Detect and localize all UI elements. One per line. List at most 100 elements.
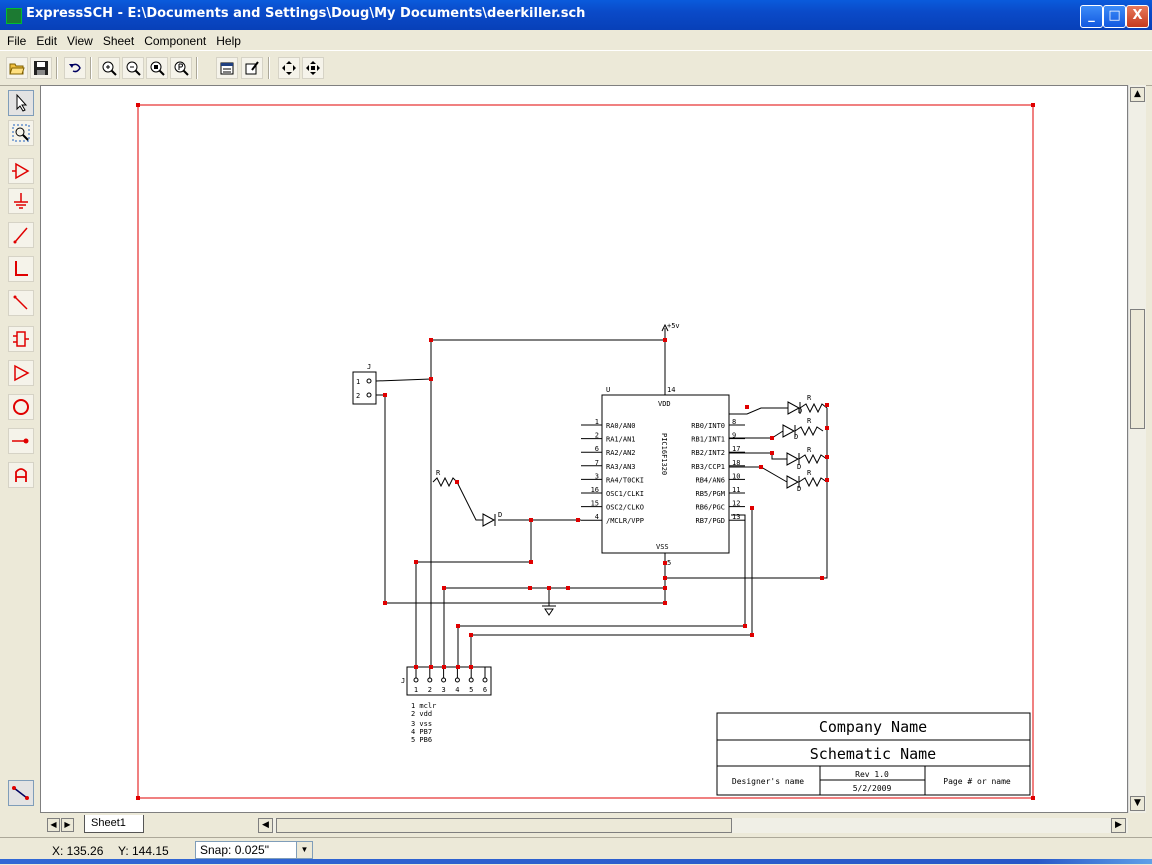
wire-icon: [13, 227, 28, 244]
chevron-down-icon[interactable]: ▼: [296, 842, 312, 858]
snap-value: Snap: 0.025": [200, 843, 269, 857]
sheet-tab-bar: ◀ ▶ Sheet1 ◀ ▶: [0, 813, 1152, 837]
zoom-in-button[interactable]: [98, 57, 120, 79]
junctions: [383, 338, 829, 669]
chip-right-pin-num: 13: [732, 513, 740, 521]
chip-right-pin-label: RB1/INT1: [691, 436, 725, 444]
power-symbol: +5v: [661, 322, 680, 332]
maximize-button[interactable]: □: [1103, 5, 1126, 28]
horizontal-scroll-thumb[interactable]: [276, 818, 732, 833]
junction-button[interactable]: [8, 428, 34, 454]
zoom-out-button[interactable]: [122, 57, 144, 79]
chip-left-pin-num: 16: [591, 486, 599, 494]
chip-left-pin-num: 2: [595, 432, 599, 440]
menu-component[interactable]: Component: [144, 34, 207, 48]
close-button[interactable]: X: [1126, 5, 1149, 28]
vdd-pin-num: 14: [667, 386, 675, 394]
resistor-label: R: [436, 469, 441, 477]
chip-right-pin-num: 18: [732, 459, 740, 467]
zoom-area-button[interactable]: [146, 57, 168, 79]
snap-grid-toggle[interactable]: [8, 780, 34, 806]
place-part-button[interactable]: [8, 158, 34, 184]
j1-ref: J: [367, 363, 371, 371]
scroll-up-arrow-icon[interactable]: ▲: [1130, 87, 1145, 102]
menu-view[interactable]: View: [67, 34, 93, 48]
schematic-name: Schematic Name: [810, 745, 936, 763]
component-labels: R D R R R R D D D D: [436, 394, 812, 519]
menu-help[interactable]: Help: [216, 34, 241, 48]
taskbar-edge: [0, 859, 1152, 864]
select-tool-button[interactable]: [8, 90, 34, 116]
menu-file[interactable]: File: [7, 34, 27, 48]
resistor-label-4: R: [807, 446, 812, 454]
chip-left-pin-num: 3: [595, 472, 599, 480]
place-ground-button[interactable]: [8, 188, 34, 214]
scroll-right-arrow-icon[interactable]: ▶: [1111, 818, 1126, 833]
zoom-select-button[interactable]: [8, 120, 34, 146]
chip-right-pin-label: RB4/AN6: [695, 476, 725, 484]
tab-sheet1[interactable]: Sheet1: [84, 815, 144, 833]
junction-icon: [12, 438, 29, 444]
minimize-button[interactable]: _: [1080, 5, 1103, 28]
diode-label-4: D: [797, 463, 801, 471]
chip-right-pin-label: RB2/INT2: [691, 449, 725, 457]
properties-button[interactable]: [216, 57, 238, 79]
chip-left-pin-label: OSC2/CLKO: [606, 504, 644, 512]
chip-left-pin-label: OSC1/CLKI: [606, 490, 644, 498]
vertical-scroll-thumb[interactable]: [1130, 309, 1145, 429]
draw-wire-button[interactable]: [8, 222, 34, 248]
chip-left-pin-label: /MCLR/VPP: [606, 517, 644, 525]
horizontal-scrollbar[interactable]: ◀ ▶: [258, 818, 1128, 833]
connector-j1: J 1 2: [352, 363, 377, 405]
text-tool-button[interactable]: [8, 462, 34, 488]
pan-button[interactable]: [278, 57, 300, 79]
zoom-area-icon: [150, 61, 165, 76]
circle-icon: [13, 399, 29, 415]
toolbar-separator: [56, 57, 58, 79]
undo-icon: [69, 63, 81, 73]
connector-button[interactable]: [8, 326, 34, 352]
scroll-left-arrow-icon[interactable]: ◀: [258, 818, 273, 833]
chip-right-pin-label: RB6/PGC: [695, 504, 725, 512]
scroll-down-arrow-icon[interactable]: ▼: [1130, 796, 1145, 811]
bus-entry-button[interactable]: [8, 290, 34, 316]
menu-edit[interactable]: Edit: [36, 34, 58, 48]
snap-icon: [12, 786, 29, 800]
vertical-scrollbar[interactable]: ▲ ▼: [1128, 85, 1146, 813]
part-icon: [12, 162, 30, 180]
chip-right-pin-num: 10: [732, 472, 740, 480]
legend-line-4: 4 PB7: [411, 728, 432, 736]
chip-name: PIC16F1320: [660, 433, 668, 475]
open-button[interactable]: [6, 57, 28, 79]
j2-pin-num: 1: [414, 686, 418, 694]
edit-part-button[interactable]: [241, 57, 263, 79]
save-icon: [34, 61, 48, 75]
diode-label-3: D: [794, 433, 798, 441]
resistor-label-3: R: [807, 417, 812, 425]
pan-all-icon: [306, 61, 320, 75]
tab-next-icon[interactable]: ▶: [61, 818, 74, 832]
menu-sheet[interactable]: Sheet: [102, 34, 135, 48]
title-bar: ExpressSCH - E:\Documents and Settings\D…: [0, 0, 1152, 30]
edit-part-icon: [245, 61, 259, 75]
j1-pin-1: 1: [356, 378, 360, 386]
draw-bus-button[interactable]: [8, 256, 34, 282]
zoom-page-button[interactable]: [170, 57, 192, 79]
draw-circle-button[interactable]: [8, 394, 34, 420]
save-button[interactable]: [30, 57, 52, 79]
undo-button[interactable]: [64, 57, 86, 79]
properties-icon: [220, 62, 234, 75]
place-buffer-button[interactable]: [8, 360, 34, 386]
chip-left-pin-label: RA3/AN3: [606, 463, 636, 471]
window-title: ExpressSCH - E:\Documents and Settings\D…: [26, 6, 586, 21]
company-name: Company Name: [819, 718, 927, 736]
tab-prev-icon[interactable]: ◀: [47, 818, 60, 832]
schematic-canvas[interactable]: .w { stroke:#000; stroke-width:1; fill:n…: [40, 85, 1128, 813]
legend-line-3: 3 vss: [411, 720, 432, 728]
triangle-icon: [14, 364, 30, 382]
designer-name: Designer's name: [732, 777, 804, 786]
snap-select[interactable]: Snap: 0.025" ▼: [195, 841, 313, 859]
pan-all-button[interactable]: [302, 57, 324, 79]
ground-icon: [14, 193, 28, 209]
